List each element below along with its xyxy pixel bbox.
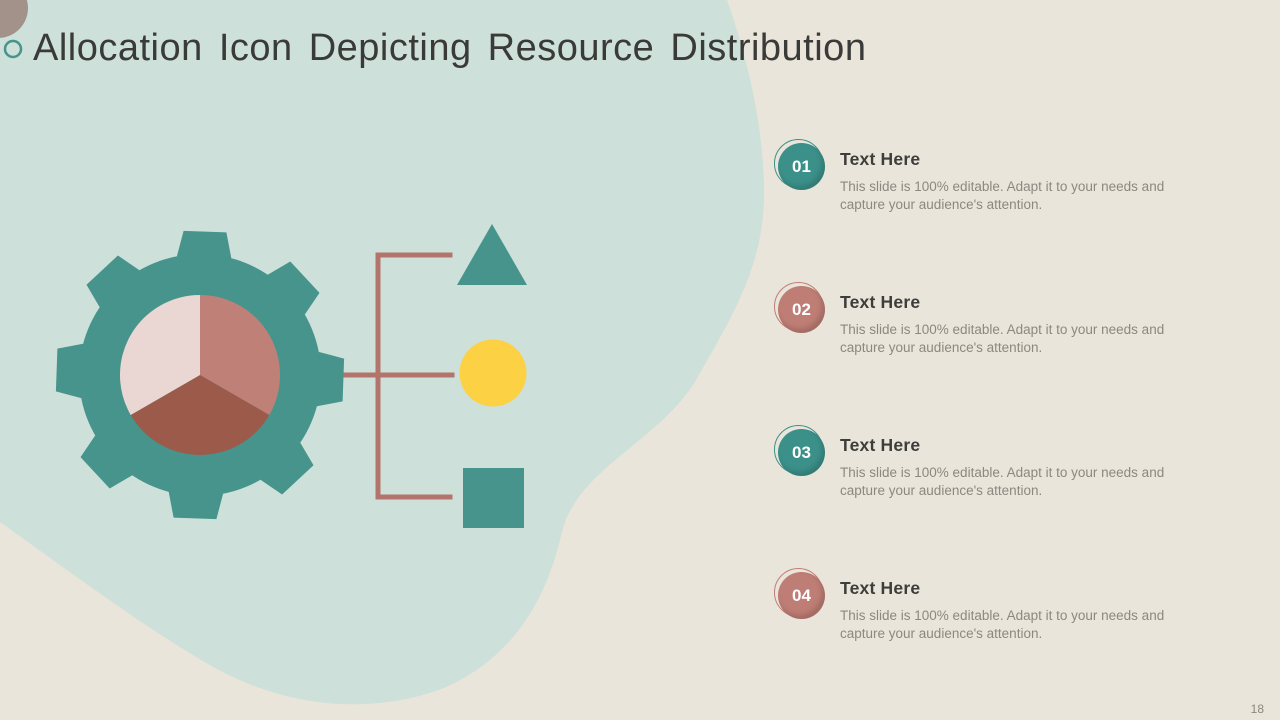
item-number-badge: 04	[778, 572, 825, 619]
items-list: 01 Text Here This slide is 100% editable…	[774, 0, 1218, 720]
item-text: Text Here This slide is 100% editable. A…	[840, 435, 1208, 499]
list-item-04: 04 Text Here This slide is 100% editable…	[774, 568, 1218, 672]
item-body: This slide is 100% editable. Adapt it to…	[840, 465, 1165, 498]
item-body: This slide is 100% editable. Adapt it to…	[840, 179, 1165, 212]
connector-lines	[332, 252, 455, 500]
circle-shape	[459, 339, 527, 407]
item-number-badge: 02	[778, 286, 825, 333]
page-number: 18	[1250, 702, 1264, 716]
item-text: Text Here This slide is 100% editable. A…	[840, 292, 1208, 356]
item-number-badge: 01	[778, 143, 825, 190]
badge-wrap: 04	[774, 568, 830, 624]
item-heading: Text Here	[840, 292, 921, 312]
item-text: Text Here This slide is 100% editable. A…	[840, 149, 1208, 213]
item-body: This slide is 100% editable. Adapt it to…	[840, 608, 1165, 641]
badge-wrap: 03	[774, 425, 830, 481]
item-number-badge: 03	[778, 429, 825, 476]
pie-slice-rose	[200, 295, 281, 415]
badge-wrap: 01	[774, 139, 830, 195]
list-item-01: 01 Text Here This slide is 100% editable…	[774, 139, 1218, 243]
pie-slice-pink	[119, 295, 200, 415]
pie-slice-brick	[130, 375, 270, 456]
item-heading: Text Here	[840, 578, 921, 598]
square-shape	[463, 468, 524, 528]
slide-title: Allocation Icon Depicting Resource Distr…	[33, 27, 867, 69]
pie-chart-icon	[119, 295, 281, 456]
corner-dot-decoration	[0, 0, 28, 38]
badge-wrap: 02	[774, 282, 830, 338]
gear-icon	[55, 230, 345, 520]
item-number: 04	[792, 585, 811, 605]
item-text: Text Here This slide is 100% editable. A…	[840, 578, 1208, 642]
item-heading: Text Here	[840, 149, 921, 169]
item-body: This slide is 100% editable. Adapt it to…	[840, 322, 1165, 355]
item-number: 02	[792, 299, 811, 319]
item-heading: Text Here	[840, 435, 921, 455]
triangle-shape	[457, 224, 527, 285]
corner-ring-decoration	[3, 39, 23, 59]
item-number: 01	[792, 156, 811, 176]
background-blob	[0, 0, 765, 705]
item-number: 03	[792, 442, 811, 462]
list-item-02: 02 Text Here This slide is 100% editable…	[774, 282, 1218, 386]
list-item-03: 03 Text Here This slide is 100% editable…	[774, 425, 1218, 529]
